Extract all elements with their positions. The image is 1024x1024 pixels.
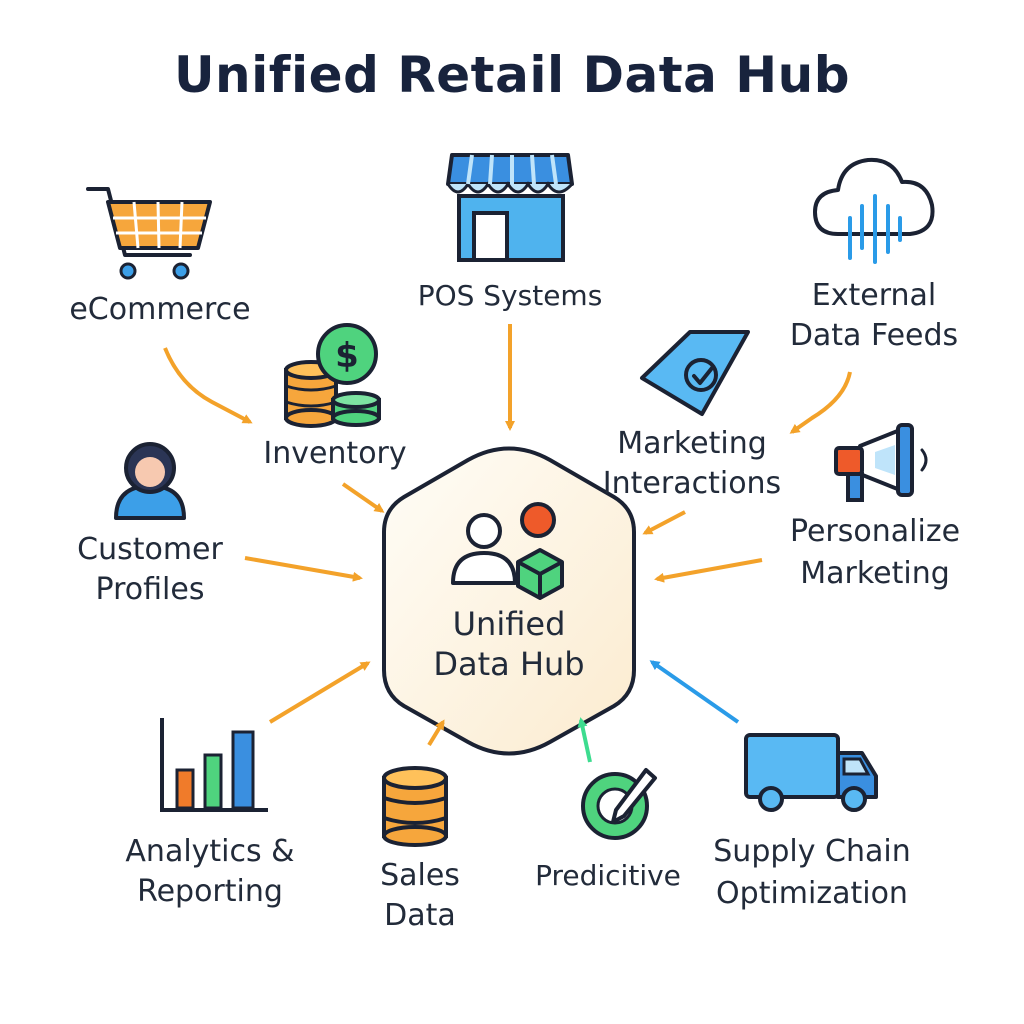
shopping-cart-icon (86, 187, 212, 280)
users-cube-icon (451, 502, 564, 600)
personalize-marketing-label-line1: Personalize (789, 514, 961, 549)
predictive-label: Predicitive (535, 859, 681, 892)
megaphone-icon (834, 423, 928, 502)
arrow-external (789, 371, 852, 434)
arrow-customer (244, 556, 363, 582)
arrow-inventory (341, 482, 385, 513)
database-icon (382, 766, 448, 847)
delivery-truck-icon (744, 733, 878, 812)
arrow-ecommerce (163, 347, 253, 424)
arrow-sales (427, 719, 445, 747)
target-pen-icon (581, 768, 657, 840)
personalize-marketing-label-line2: Marketing (800, 556, 950, 591)
customer-profiles-label-line2: Profiles (95, 572, 205, 607)
central-hub (382, 446, 636, 756)
analytics-reporting-label-line1: Analytics & (125, 834, 295, 869)
svg-text:$: $ (335, 336, 359, 376)
user-avatar-icon (114, 442, 186, 520)
arrow-personalize (654, 558, 763, 583)
pos-systems-label: POS Systems (417, 279, 603, 312)
sales-data-label-line2: Data (384, 898, 456, 933)
marketing-interactions-label-line1: Marketing (617, 426, 767, 461)
analytics-reporting-label-line2: Reporting (137, 874, 283, 909)
arrow-predictive (577, 717, 592, 763)
customer-profiles-label-line1: Customer (77, 532, 223, 567)
external-feeds-label-line1: External (811, 278, 937, 313)
external-feeds-label-line2: Data Feeds (789, 318, 959, 353)
hub-label-line2: Data Hub (433, 645, 585, 683)
coins-dollar-icon: $ (284, 323, 381, 428)
connector-arrows (163, 324, 852, 763)
hub-label-line1: Unified (452, 605, 566, 643)
storefront-icon (446, 153, 574, 262)
supply-chain-label-line2: Optimization (716, 876, 908, 911)
inventory-label: Inventory (263, 436, 407, 471)
arrow-marketing (642, 510, 686, 535)
arrow-analytics (268, 661, 371, 724)
cloud-data-icon (813, 157, 935, 264)
bar-chart-icon (160, 718, 268, 812)
tag-check-icon (640, 330, 750, 416)
ecommerce-label: eCommerce (69, 292, 251, 327)
supply-chain-label-line1: Supply Chain (713, 834, 911, 869)
page-title: Unified Retail Data Hub (173, 46, 851, 104)
marketing-interactions-label-line2: Interactions (602, 466, 782, 501)
arrow-supply (649, 660, 740, 724)
sales-data-label-line1: Sales (380, 858, 460, 893)
